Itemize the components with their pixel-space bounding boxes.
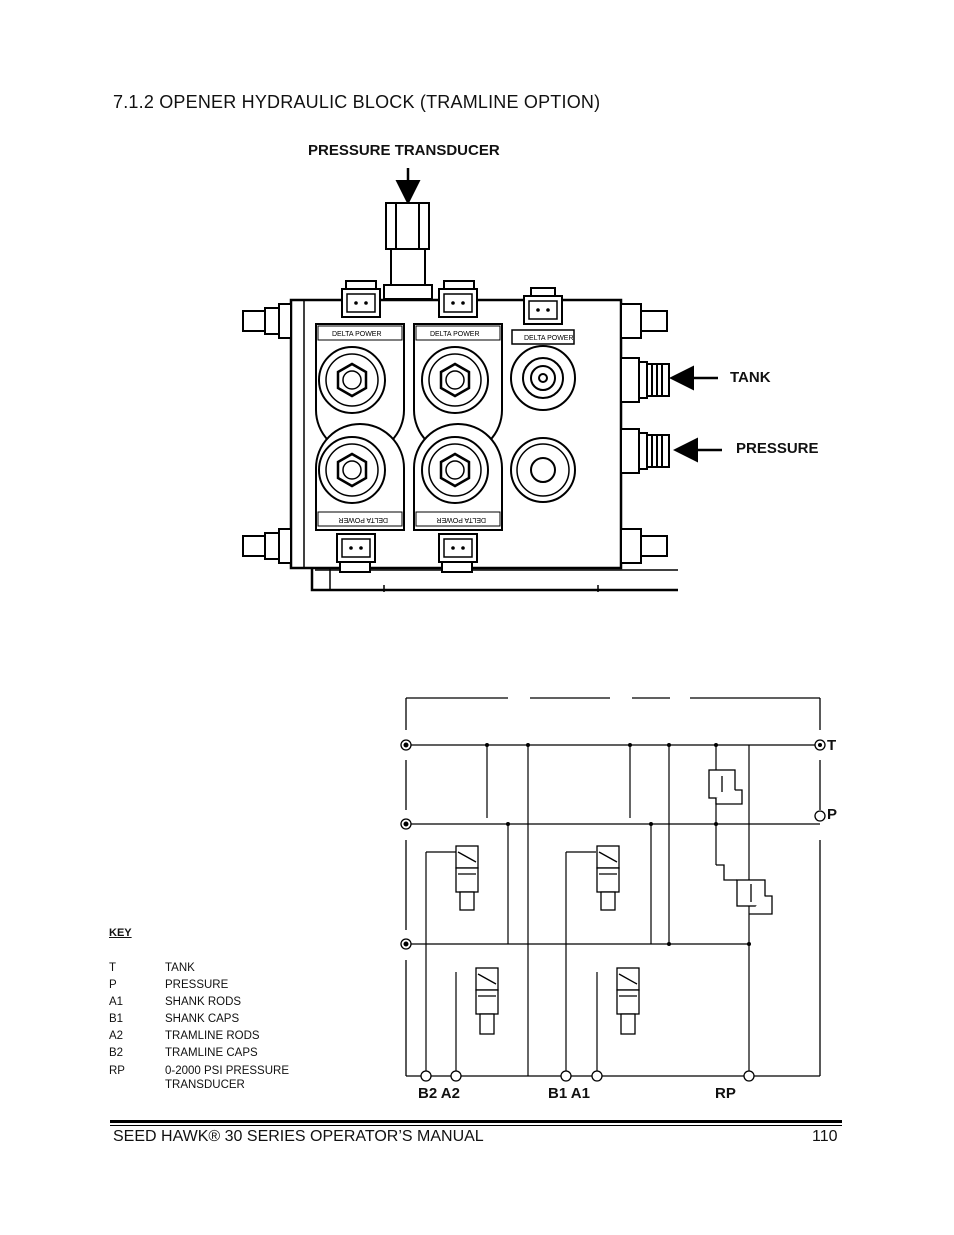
stamp-4: DELTA POWER [338,516,388,523]
connector-1 [341,288,381,318]
pressure-label: PRESSURE [736,440,819,457]
section-title: 7.1.2 OPENER HYDRAULIC BLOCK (TRAMLINE O… [113,92,601,112]
pressure-transducer-label: PRESSURE TRANSDUCER [308,142,500,159]
port-label-b2-a2: B2 A2 [418,1085,460,1102]
port-plug [510,437,576,503]
pressure-transducer [383,202,433,300]
port-label-rp: RP [715,1085,736,1102]
solenoid-valve-4 [420,435,490,505]
port-label-t: T [827,737,837,754]
stamp-3: DELTA POWER [524,335,574,342]
port-label-p: P [827,806,838,823]
hydraulic-schematic [400,697,826,1082]
connector-2 [438,288,478,318]
port-label-b1-a1: B1 A1 [548,1085,590,1102]
footer-manual-title: SEED HAWK® 30 SERIES OPERATOR’S MANUAL [113,1128,484,1145]
mounting-bolts [242,303,668,564]
tank-port-fitting [620,357,670,403]
relief-valve-cartridge [510,345,576,411]
solenoid-valve-2 [420,345,490,415]
connector-5 [438,533,478,563]
pressure-port-fitting [620,428,670,474]
solenoid-valve-3 [317,435,387,505]
tank-label: TANK [730,369,771,386]
solenoid-valve-1 [317,345,387,415]
valve-stamps: DELTA POWER DELTA POWER DELTA POWER DELT… [332,331,574,523]
key-heading: KEY [109,927,132,939]
footer-rule [110,1120,842,1123]
connector-3 [523,295,563,325]
stamp-2: DELTA POWER [430,331,480,338]
connector-4 [336,533,376,563]
page-number: 110 [812,1128,838,1145]
stamp-5: DELTA POWER [436,516,486,523]
stamp-1: DELTA POWER [332,331,382,338]
footer-rule-thin [110,1125,842,1126]
